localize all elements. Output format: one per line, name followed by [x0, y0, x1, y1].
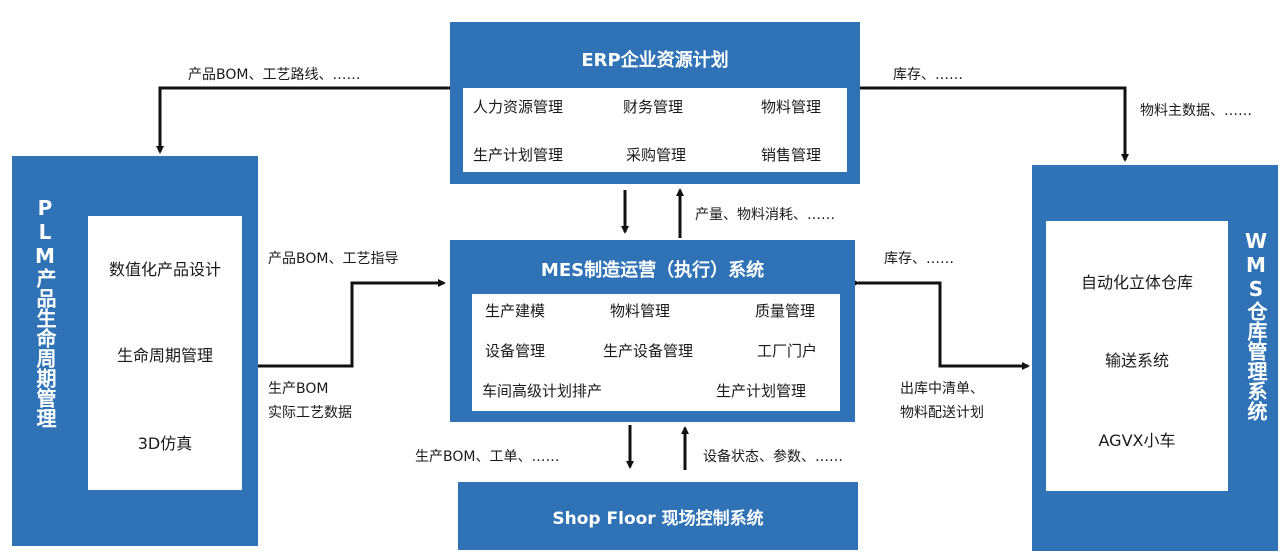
- wms-module: 输送系统: [1104, 351, 1169, 370]
- label-mes-to-shop: 生产BOM、工单、……: [415, 449, 560, 465]
- plm-module: 生命周期管理: [116, 346, 213, 365]
- erp-block: ERP企业资源计划 人力资源管理 财务管理 物料管理 生产计划管理 采购管理 销…: [450, 22, 860, 184]
- mes-module: 设备管理: [485, 342, 546, 360]
- mes-module: 质量管理: [755, 302, 816, 320]
- shopfloor-block: Shop Floor 现场控制系统: [458, 482, 858, 550]
- label-mes-to-plm-1: 生产BOM: [268, 381, 329, 397]
- erp-module: 财务管理: [623, 98, 684, 116]
- shopfloor-title: Shop Floor 现场控制系统: [552, 509, 764, 529]
- mes-module: 生产设备管理: [603, 342, 694, 360]
- mes-module: 工厂门户: [757, 342, 818, 360]
- erp-wms-arrow: [854, 84, 1129, 162]
- label-erp-wms-master: 物料主数据、……: [1140, 103, 1252, 119]
- erp-plm-arrow: [156, 84, 454, 154]
- mes-title: MES制造运营（执行）系统: [540, 260, 765, 281]
- wms-block: 自动化立体仓库 输送系统 AGVX小车 WMS仓库管理系统: [1032, 165, 1278, 551]
- mes-block: MES制造运营（执行）系统 生产建模 物料管理 质量管理 设备管理 生产设备管理…: [450, 240, 855, 422]
- plm-mes-arrow: [250, 279, 446, 370]
- label-shop-to-mes: 设备状态、参数、……: [703, 449, 843, 465]
- mes-module: 物料管理: [610, 302, 671, 320]
- erp-module: 销售管理: [761, 146, 822, 164]
- label-mes-to-plm-2: 实际工艺数据: [268, 405, 352, 421]
- mes-module: 车间高级计划排产: [482, 382, 603, 400]
- plm-title: PLM产品生命周期管理: [33, 196, 57, 428]
- plm-module: 数值化产品设计: [108, 260, 221, 279]
- plm-block: PLM产品生命周期管理 数值化产品设计 生命周期管理 3D仿真: [12, 156, 258, 546]
- erp-module: 人力资源管理: [473, 98, 564, 116]
- label-plm-to-mes: 产品BOM、工艺指导: [268, 251, 399, 267]
- wms-title: WMS仓库管理系统: [1244, 229, 1268, 421]
- erp-module: 物料管理: [761, 98, 822, 116]
- wms-modules-panel: 自动化立体仓库 输送系统 AGVX小车: [1046, 221, 1228, 491]
- erp-module: 生产计划管理: [473, 146, 564, 164]
- label-mes-to-wms-2: 物料配送计划: [900, 405, 984, 421]
- wms-module: AGVX小车: [1098, 431, 1176, 450]
- mes-module: 生产建模: [485, 302, 546, 320]
- label-wms-to-mes: 库存、……: [884, 251, 954, 267]
- mes-modules-panel: 生产建模 物料管理 质量管理 设备管理 生产设备管理 工厂门户 车间高级计划排产…: [472, 294, 840, 411]
- plm-module: 3D仿真: [137, 434, 193, 453]
- erp-modules-panel: 人力资源管理 财务管理 物料管理 生产计划管理 采购管理 销售管理: [463, 88, 847, 172]
- erp-module: 采购管理: [626, 146, 687, 164]
- label-mes-to-erp: 产量、物料消耗、……: [695, 207, 835, 223]
- label-erp-wms-inventory: 库存、……: [893, 67, 963, 83]
- label-erp-plm: 产品BOM、工艺路线、……: [188, 67, 361, 83]
- label-mes-to-wms-1: 出库中清单、: [900, 381, 984, 397]
- wms-module: 自动化立体仓库: [1080, 273, 1193, 292]
- erp-title: ERP企业资源计划: [581, 50, 729, 71]
- mes-module: 生产计划管理: [716, 382, 807, 400]
- mes-wms-arrow: [852, 279, 1030, 370]
- plm-modules-panel: 数值化产品设计 生命周期管理 3D仿真: [88, 216, 242, 490]
